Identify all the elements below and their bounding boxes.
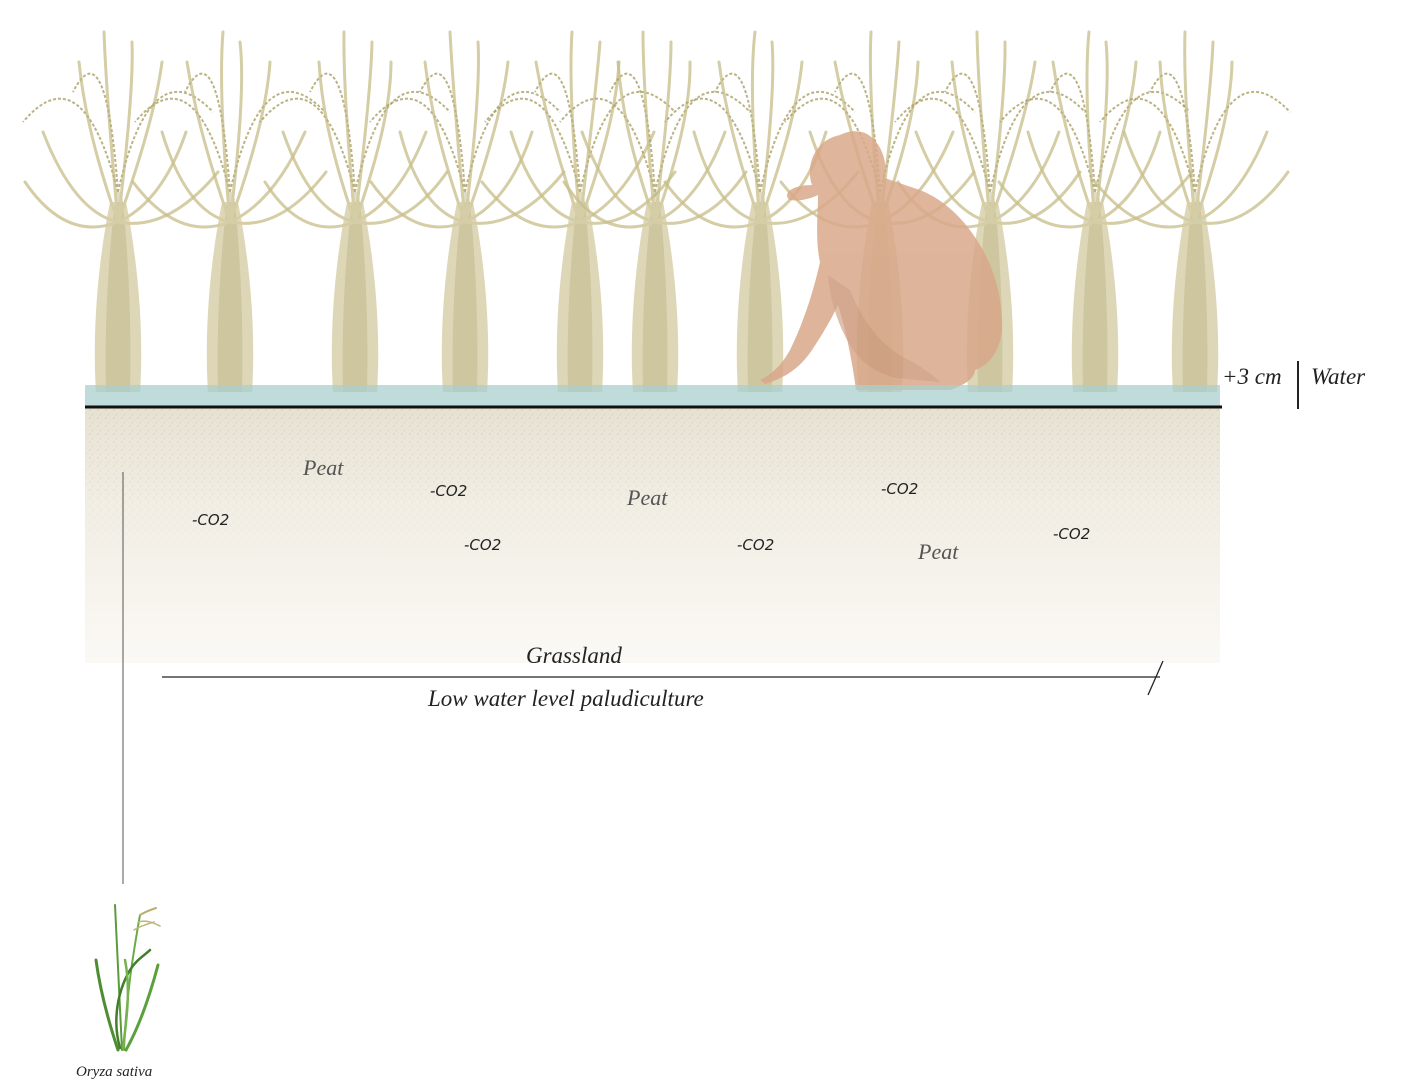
rice-plant-icon xyxy=(1095,32,1290,392)
peat-label: Peat xyxy=(918,539,958,565)
co2-label: -CO2 xyxy=(1053,525,1090,543)
co2-label: -CO2 xyxy=(192,511,229,529)
water-depth-label: +3 cm xyxy=(1222,364,1282,390)
rice-sprig-icon xyxy=(96,905,160,1050)
co2-label: -CO2 xyxy=(881,480,918,498)
peat-label: Peat xyxy=(303,455,343,481)
regime-label: Low water level paludiculture xyxy=(428,686,704,712)
co2-label: -CO2 xyxy=(737,536,774,554)
rice-plant-icon xyxy=(133,32,326,392)
grassland-label: Grassland xyxy=(526,643,622,669)
rice-plant-icon xyxy=(370,32,564,392)
rice-plant-icon xyxy=(23,32,218,392)
co2-label: -CO2 xyxy=(430,482,467,500)
co2-label: -CO2 xyxy=(464,536,501,554)
water-layer xyxy=(85,385,1220,406)
crouching-person-icon xyxy=(760,131,1002,390)
rice-plant-row xyxy=(23,32,1290,392)
water-label: Water xyxy=(1311,364,1365,390)
rice-plant-icon xyxy=(260,32,450,392)
section-axis-tick xyxy=(1148,661,1163,695)
species-label: Oryza sativa xyxy=(76,1064,152,1081)
peat-label: Peat xyxy=(627,485,667,511)
